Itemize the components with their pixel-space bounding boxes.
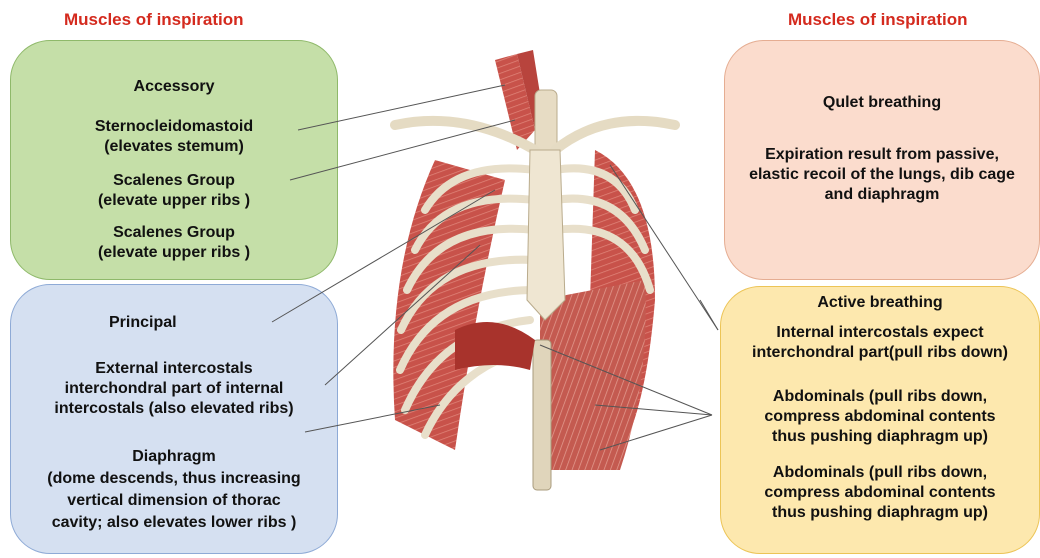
- right-clavicle: [555, 121, 675, 150]
- thoracic-spine: [533, 340, 551, 490]
- quiet-line-2: elastic recoil of the lungs, dib cage: [724, 165, 1040, 185]
- heading-right: Muscles of inspiration: [788, 10, 967, 30]
- scalenes-label-1: Scalenes Group: [11, 171, 337, 191]
- quiet-line-1: Expiration result from passive,: [724, 145, 1040, 165]
- quiet-line-3: and diaphragm: [724, 185, 1040, 205]
- intercostals-line-2: interchondral part of internal: [11, 379, 337, 399]
- internal-line-1: Internal intercostals expect: [721, 323, 1039, 343]
- abdominals-1-line-2: compress abdominal contents: [721, 407, 1039, 427]
- diaphragm-line-1: (dome descends, thus increasing: [11, 469, 337, 489]
- abdominals-1-line-3: thus pushing diaphragm up): [721, 427, 1039, 447]
- diaphragm-line-2: vertical dimension of thorac: [11, 491, 337, 511]
- sternocleidomastoid-label: Sternocleidomastoid: [11, 117, 337, 137]
- principal-title: Principal: [109, 313, 337, 333]
- intercostals-line-3: intercostals (also elevated ribs): [11, 399, 337, 419]
- active-title: Active breathing: [721, 293, 1039, 313]
- accessory-title: Accessory: [11, 77, 337, 97]
- quiet-breathing-box: Qulet breathing Expiration result from p…: [724, 40, 1040, 280]
- active-breathing-box: Active breathing Internal intercostals e…: [720, 286, 1040, 554]
- sternum: [527, 150, 565, 320]
- abdominals-1-line-1: Abdominals (pull ribs down,: [721, 387, 1039, 407]
- diaphragm-title: Diaphragm: [11, 447, 337, 467]
- abdominals-2-line-2: compress abdominal contents: [721, 483, 1039, 503]
- intercostals-line-1: External intercostals: [11, 359, 337, 379]
- scalenes-detail-2: (elevate upper ribs ): [11, 243, 337, 263]
- scalenes-label-2: Scalenes Group: [11, 223, 337, 243]
- sternocleidomastoid-detail: (elevates stemum): [11, 137, 337, 157]
- ribcage-illustration: [345, 40, 725, 545]
- diaphragm-line-3: cavity; also elevates lower ribs ): [11, 513, 337, 533]
- accessory-box: Accessory Sternocleidomastoid (elevates …: [10, 40, 338, 280]
- abdominals-2-line-1: Abdominals (pull ribs down,: [721, 463, 1039, 483]
- principal-box: Principal External intercostals intercho…: [10, 284, 338, 554]
- internal-line-2: interchondral part(pull ribs down): [721, 343, 1039, 363]
- quiet-title: Qulet breathing: [725, 93, 1039, 113]
- heading-left: Muscles of inspiration: [64, 10, 243, 30]
- scalenes-detail-1: (elevate upper ribs ): [11, 191, 337, 211]
- diaphragm-muscle: [455, 322, 535, 370]
- abdominals-2-line-3: thus pushing diaphragm up): [721, 503, 1039, 523]
